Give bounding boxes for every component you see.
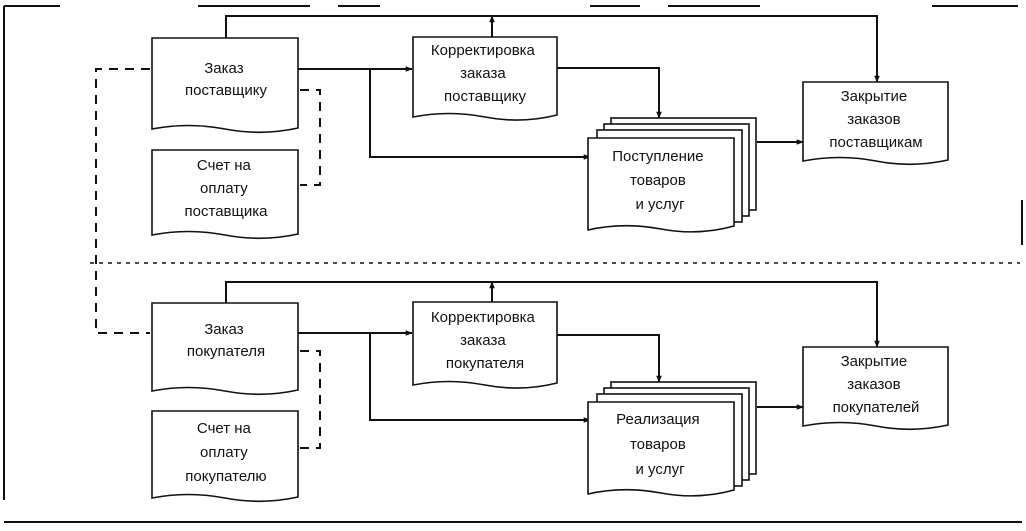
svg-text:Счет на оплату пос: Счет на оплату поставщика [185, 157, 269, 220]
goods-sale-line-2: товаров [630, 436, 686, 453]
customer-invoice-line-2: оплату [200, 444, 248, 461]
supplier-closing-line-3: поставщикам [829, 134, 922, 151]
supplier-connectors [225, 15, 880, 186]
goods-receipt-document-stack: Поступление товаров и услуг [587, 117, 757, 233]
supplier-invoice-document: Счет на оплату поставщика [151, 149, 299, 240]
supplier-invoice-line-3: поставщика [185, 203, 269, 220]
supplier-order-line-2: поставщику [185, 82, 267, 99]
customer-invoice-line-1: Счет на [197, 420, 252, 437]
customer-invoice-line-3: покупателю [185, 468, 266, 485]
supplier-invoice-line-1: Счет на [197, 157, 252, 174]
customer-order-line-1: Заказ [204, 321, 243, 338]
goods-sale-document-stack: Реализация товаров и услуг [587, 381, 757, 497]
customer-order-adjustment-document: Корректировка заказа покупателя [412, 301, 558, 389]
goods-sale-line-3: и услуг [635, 461, 685, 478]
supplier-customer-order-link [95, 68, 150, 334]
goods-receipt-line-2: товаров [630, 172, 686, 189]
customer-order-document: Заказ покупателя [151, 302, 299, 396]
customer-adjustment-line-3: покупателя [446, 355, 524, 372]
svg-text:Закрытие заказов п: Закрытие заказов покупателей [833, 353, 920, 416]
goods-sale-line-1: Реализация [616, 411, 699, 428]
svg-text:Счет на оплату пок: Счет на оплату покупателю [185, 420, 266, 485]
supplier-adjustment-line-1: Корректировка [431, 42, 536, 59]
supplier-adjustment-line-2: заказа [460, 65, 506, 82]
svg-text:Поступление товаров: Поступление товаров и услуг [612, 148, 708, 213]
svg-text:Корректировка заказа: Корректировка заказа поставщику [431, 42, 539, 105]
svg-text:Реализация товаров: Реализация товаров и услуг [616, 411, 704, 478]
customer-invoice-document: Счет на оплату покупателю [151, 410, 299, 503]
customer-order-line-2: покупателя [187, 343, 265, 360]
supplier-closing-line-1: Закрытие [841, 88, 908, 105]
goods-receipt-line-1: Поступление [612, 148, 703, 165]
customer-closing-line-2: заказов [847, 376, 900, 393]
supplier-closing-line-2: заказов [847, 111, 900, 128]
customer-adjustment-line-1: Корректировка [431, 309, 536, 326]
goods-receipt-line-3: и услуг [635, 196, 685, 213]
supplier-orders-closing-document: Закрытие заказов поставщикам [802, 81, 949, 166]
svg-text:Заказ поставщику: Заказ поставщику [185, 60, 267, 99]
svg-text:Заказ покупателя: Заказ покупателя [187, 321, 265, 360]
supplier-order-line-1: Заказ [204, 60, 243, 77]
svg-text:Корректировка заказа: Корректировка заказа покупателя [431, 309, 539, 372]
customer-orders-closing-document: Закрытие заказов покупателей [802, 346, 949, 431]
customer-closing-line-1: Закрытие [841, 353, 908, 370]
customer-adjustment-line-2: заказа [460, 332, 506, 349]
supplier-order-document: Заказ поставщику [151, 37, 299, 134]
supplier-invoice-line-2: оплату [200, 180, 248, 197]
supplier-order-adjustment-document: Корректировка заказа поставщику [412, 36, 558, 121]
customer-connectors [225, 281, 880, 449]
customer-closing-line-3: покупателей [833, 399, 920, 416]
supplier-adjustment-line-3: поставщику [444, 88, 526, 105]
outer-frame [3, 5, 1023, 523]
svg-text:Закрытие заказов п: Закрытие заказов поставщикам [829, 88, 922, 151]
